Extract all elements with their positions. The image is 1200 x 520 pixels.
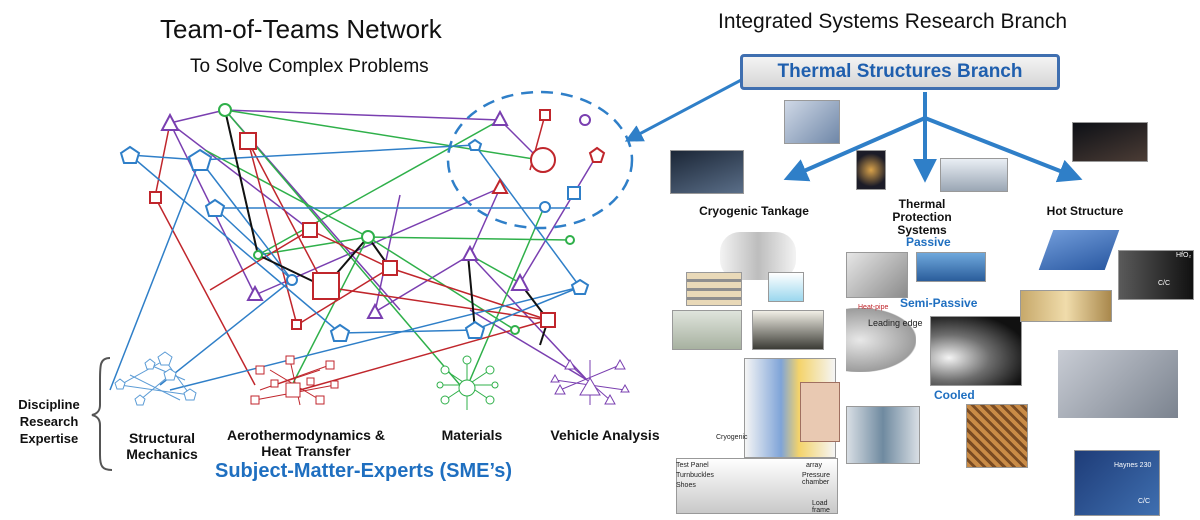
node-square: [382, 260, 398, 276]
node-pentagon: [119, 145, 141, 164]
sandwich-panel-image: [686, 272, 742, 306]
highlight-ellipse: [446, 90, 634, 230]
test-panel-caption: Test Panel: [676, 462, 709, 469]
node-triangle: [160, 112, 180, 131]
node-pentagon: [204, 198, 226, 217]
cooled-panel-image: [966, 404, 1028, 468]
haynes-joint-image: [1074, 450, 1160, 516]
shoes-caption: Shoes: [676, 482, 696, 489]
load-frame-caption: Load frame: [812, 500, 830, 514]
node-pentagon: [187, 148, 213, 171]
node-circle: [218, 103, 232, 117]
cc-panel-image: [1020, 290, 1112, 322]
node-circle: [579, 114, 591, 126]
array-caption: array: [806, 462, 822, 469]
panels-image: [752, 310, 824, 350]
sme-cluster-vehicle: [550, 358, 630, 405]
cryogenic-caption: Cryogenic: [716, 434, 748, 441]
category-hot-structure: Hot Structure: [1046, 204, 1124, 218]
cc-caption: C/C: [1158, 280, 1171, 287]
link-arrow: [624, 76, 746, 142]
capsule-image: [856, 150, 886, 190]
node-square: [567, 186, 581, 200]
node-triangle: [246, 284, 264, 301]
discipline-brace: [91, 357, 113, 471]
branch-title: Integrated Systems Research Branch: [718, 10, 1068, 33]
node-triangle: [510, 272, 530, 291]
node-triangle: [491, 177, 509, 194]
node-circle: [253, 250, 263, 260]
spaceplane-image: [784, 100, 840, 144]
liquid-bath-image: [768, 272, 804, 302]
branch-arrows: [783, 116, 1083, 183]
node-triangle: [461, 244, 479, 261]
sme-cluster-materials: [436, 355, 499, 410]
node-circle: [361, 230, 375, 244]
network-title: Team-of-Teams Network: [160, 14, 442, 44]
turnbuckles-caption: Turnbuckles: [676, 472, 714, 479]
blue-links: [109, 144, 581, 391]
tps-semi-passive-label: Semi-Passive: [900, 296, 978, 310]
node-square: [302, 222, 318, 238]
sme-structural-mechanics: Structural Mechanics: [126, 430, 198, 462]
semi-passive-image: [930, 316, 1022, 386]
pressure-chamber-caption: Pressure chamber: [802, 472, 831, 486]
sme-cluster-aero: [250, 355, 339, 406]
node-square: [540, 312, 556, 328]
thermal-structures-box: Thermal Structures Branch: [740, 54, 1060, 90]
node-circle: [510, 325, 520, 335]
tps-passive-label: Passive: [906, 235, 951, 249]
heat-pipe-caption: Heat-pipe: [858, 304, 889, 311]
category-thermal-protection: Thermal Protection Systems: [892, 197, 952, 237]
haynes-caption: Haynes 230: [1114, 462, 1152, 469]
load-frame-image: [676, 458, 838, 514]
passive-tps-tile-image: [846, 252, 908, 298]
node-triangle: [366, 302, 384, 319]
sme-materials: Materials: [441, 427, 503, 443]
category-cryogenic-tankage: Cryogenic Tankage: [699, 204, 809, 218]
node-pentagon: [570, 278, 590, 295]
heat-pipe-leading-edge-image: [846, 308, 916, 372]
cooled-tps-image: [846, 406, 920, 464]
leading-edge-caption: Leading edge: [868, 318, 923, 328]
node-circle: [530, 147, 556, 173]
node-circle: [539, 201, 551, 213]
test-articles-image: [672, 310, 742, 350]
node-pentagon: [588, 146, 606, 163]
network-subtitle: To Solve Complex Problems: [190, 56, 429, 77]
hypersonic-vehicle-image: [670, 150, 744, 194]
hot-structure-box-image: [1058, 350, 1178, 418]
sme-vehicle-analysis: Vehicle Analysis: [550, 427, 660, 443]
node-square: [149, 191, 162, 204]
cc2-caption: C/C: [1138, 498, 1151, 505]
node-pentagon: [464, 320, 486, 339]
sme-title: Subject-Matter-Experts (SME’s): [215, 460, 513, 482]
node-triangle: [491, 109, 509, 126]
node-square: [239, 132, 257, 150]
node-square: [291, 319, 302, 330]
node-pentagon: [467, 138, 483, 151]
node-square: [539, 109, 551, 121]
node-circle: [286, 274, 298, 286]
sme-cluster-structural: [114, 351, 197, 406]
x43-image: [940, 158, 1008, 192]
heater-panel-image: [800, 382, 840, 442]
tps-cooled-label: Cooled: [934, 388, 975, 402]
node-square: [312, 272, 340, 300]
green-links: [204, 109, 571, 396]
red-links: [154, 114, 549, 391]
hfo2-caption: HfO₂: [1176, 252, 1192, 259]
node-pentagon: [329, 323, 351, 342]
node-circle: [565, 235, 575, 245]
micrograph-image: [1118, 250, 1194, 300]
x37-image: [1072, 122, 1148, 162]
sme-aerothermodynamics: Aerothermodynamics & Heat Transfer: [227, 427, 385, 459]
network-nodes: [119, 103, 606, 342]
passive-tps-panel-image: [916, 252, 986, 282]
discipline-label: Discipline Research Expertise: [18, 397, 80, 446]
